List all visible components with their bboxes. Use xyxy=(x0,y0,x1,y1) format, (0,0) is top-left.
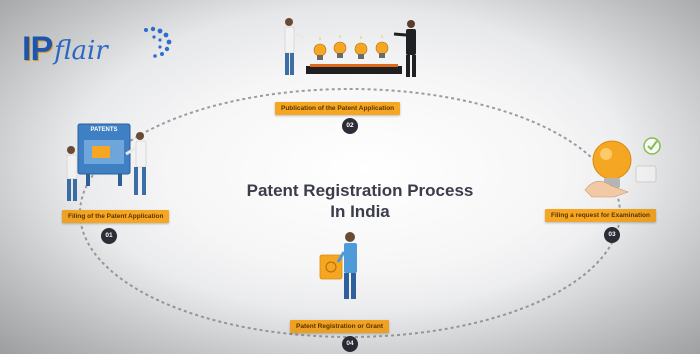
step-04-label: Patent Registration or Grant xyxy=(290,320,390,333)
filing-illustration xyxy=(56,123,147,201)
publication-illustration xyxy=(284,18,416,77)
step-03-badge: 03 xyxy=(604,227,620,243)
step-01-label: Filing of the Patent Application xyxy=(62,210,170,223)
step-02-badge: 02 xyxy=(342,118,358,134)
step-02-label: Publication of the Patent Application xyxy=(275,102,401,115)
step-03-label: Filing a request for Examination xyxy=(545,209,656,222)
grant-illustration xyxy=(319,232,357,299)
ipflair-logo: IP flair xyxy=(22,22,172,68)
patent-board-text: PATENTS xyxy=(90,127,118,133)
examination-illustration xyxy=(584,137,661,198)
logo-flair-text: flair xyxy=(54,36,108,66)
step-04-badge: 04 xyxy=(342,336,358,352)
title-line-1: Patent Registration Process xyxy=(246,181,474,200)
logo-dots-icon xyxy=(144,26,172,58)
logo-ip-text: IP xyxy=(22,30,53,68)
diagram-title: Patent Registration Process In India xyxy=(220,180,500,222)
step-01-badge: 01 xyxy=(101,228,117,244)
title-line-2: In India xyxy=(330,202,390,221)
